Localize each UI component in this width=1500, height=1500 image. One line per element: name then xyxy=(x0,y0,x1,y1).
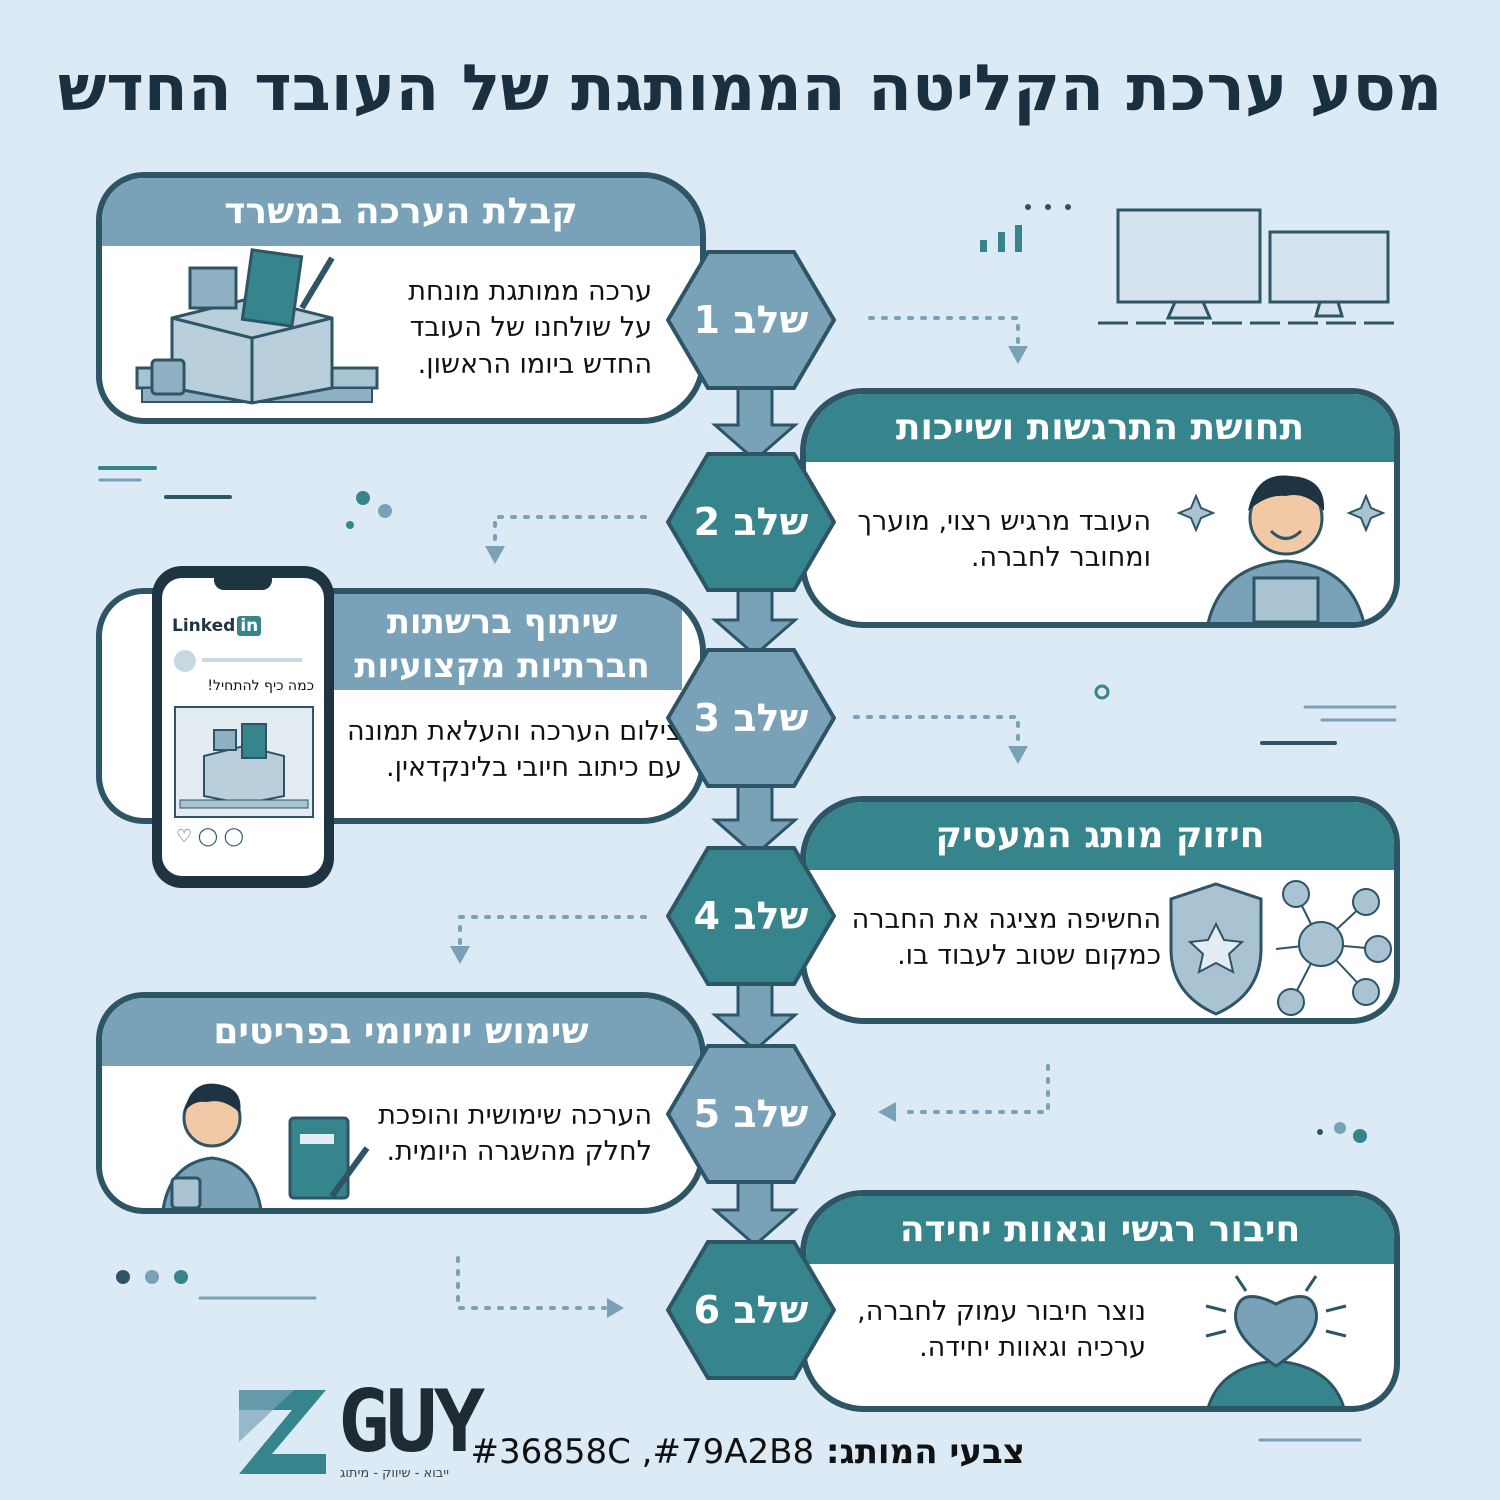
step-3-heading: שיתוף ברשתות חברתיות מקצועיות xyxy=(322,600,682,690)
step-5-text: הערכה שימושית והופכת לחלק מהשגרה היומית. xyxy=(378,1100,652,1168)
step-3-marker: שלב 3 xyxy=(666,648,836,788)
happy-employee-icon xyxy=(1176,475,1386,622)
post-photo xyxy=(174,706,314,818)
step-2-text: העובד מרגיש רצוי, מוערך ומחובר לחברה. xyxy=(857,506,1151,574)
step-4-marker: שלב 4 xyxy=(666,846,836,986)
step-4-card: חיזוק מותג המעסיק החשיפה מציגה את החברה … xyxy=(800,796,1400,1024)
step-2-heading: תחושת התרגשות ושייכות xyxy=(806,394,1394,462)
step-5-marker: שלב 5 xyxy=(666,1044,836,1184)
monitor-icons xyxy=(1116,208,1390,320)
post-text: כמה כיף להתחיל! xyxy=(207,678,314,694)
step-1-text: ערכה ממותגת מונחת על שולחנו של העובד החד… xyxy=(408,276,652,380)
brand-colors-label: צבעי המותג: xyxy=(825,1432,1025,1472)
step-2-marker: שלב 2 xyxy=(666,452,836,592)
brand-colors-values: #36858C ,#79A2B8 xyxy=(470,1432,815,1472)
step-6-marker: שלב 6 xyxy=(666,1240,836,1380)
step-3-text: צילום הערכה והעלאת תמונה עם כיתוב חיובי … xyxy=(346,716,682,784)
employee-notebook-icon xyxy=(161,1083,370,1208)
brand-colors-legend: צבעי המותג: #36858C ,#79A2B8 xyxy=(470,1432,1025,1482)
step-6-heading: חיבור רגשי וגאוות יחידה xyxy=(806,1196,1394,1264)
avatar xyxy=(174,650,196,672)
shield-network-icon xyxy=(1169,880,1392,1016)
post-actions: ♡ ◯ ◯ xyxy=(176,826,244,847)
step-6-text: נוצר חיבור עמוק לחברה, ערכיה וגאוות יחיד… xyxy=(857,1296,1146,1364)
step-1-marker: שלב 1 xyxy=(666,250,836,390)
step-5-card: שימוש יומיומי בפריטים הערכה שימושית והופ… xyxy=(96,992,706,1214)
step-5-heading: שימוש יומיומי בפריטים xyxy=(102,998,700,1066)
gift-box-icon xyxy=(135,248,379,405)
heart-employee-icon xyxy=(1205,1275,1347,1406)
logo-name: GUY xyxy=(338,1372,485,1472)
logo-z-icon xyxy=(239,1390,326,1474)
logo-tagline: ייבוא - שיווק - מיתוג xyxy=(340,1466,450,1481)
step-6-card: חיבור רגשי וגאוות יחידה נוצר חיבור עמוק … xyxy=(800,1190,1400,1412)
page-title: מסע ערכת הקליטה הממותגת של העובד החדש xyxy=(57,52,1443,126)
step-1-heading: קבלת הערכה במשרד xyxy=(102,178,700,246)
step-2-card: תחושת התרגשות ושייכות העובד מרגיש רצוי, … xyxy=(800,388,1400,628)
step-4-heading: חיזוק מותג המעסיק xyxy=(806,802,1394,870)
step-1-card: קבלת הערכה במשרד ערכה ממותגת מונחת על שו… xyxy=(96,172,706,424)
step-4-text: החשיפה מציגה את החברה כמקום שטוב לעבוד ב… xyxy=(851,904,1161,972)
